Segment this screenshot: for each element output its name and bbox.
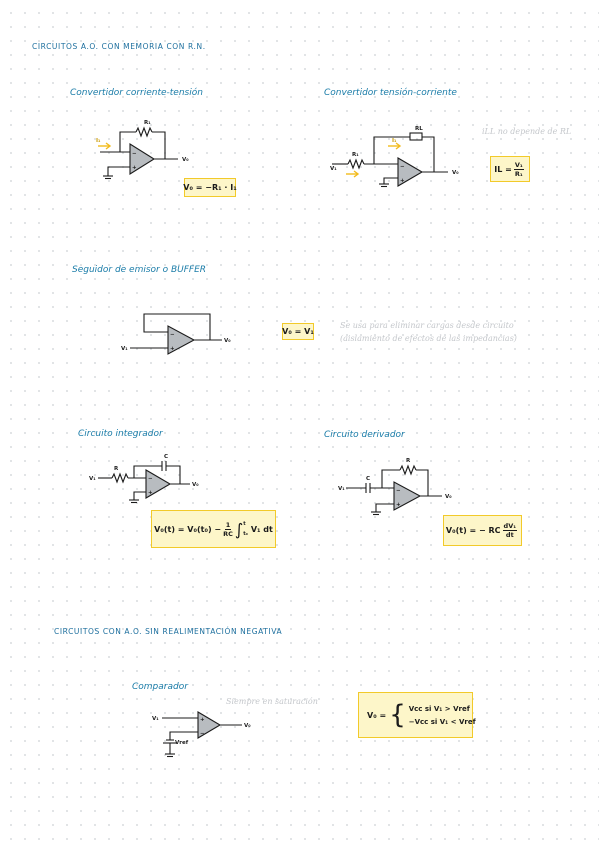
label-v1: V₁	[152, 716, 159, 722]
note-buffer: Se usa para eliminar cargas desde circui…	[340, 321, 517, 343]
label-v1: V₁	[330, 166, 337, 172]
case-positive: Vcc si V₁ > Vref	[408, 704, 470, 713]
opamp-symbol	[393, 481, 422, 511]
section-title-no-feedback: circuitos con A.O. sin realimentación ne…	[54, 627, 283, 636]
label-vo: V₀	[182, 157, 189, 163]
opamp-symbol	[197, 711, 222, 739]
label-vo: V₀	[244, 723, 251, 729]
resistor-symbol	[135, 126, 153, 138]
label-vref: Vref	[175, 740, 189, 746]
heading-integrator: Circuito integrador	[78, 429, 163, 439]
label-i1: I₁	[392, 138, 397, 144]
heading-differentiator: Circuito derivador	[324, 430, 405, 440]
svg-text:−: −	[400, 164, 405, 170]
formula-buffer: V₀ = V₁	[282, 323, 314, 340]
svg-text:−: −	[132, 151, 137, 157]
circuit-comparator: + − V₁ Vref V₀	[152, 711, 251, 758]
load-resistor	[409, 132, 423, 141]
label-r1: R₁	[144, 120, 151, 126]
note-load-independent: iLL no depende de RL	[482, 127, 572, 136]
label-v1: V₁	[338, 486, 345, 492]
label-r: R	[406, 458, 411, 464]
label-vo: V₀	[224, 338, 231, 344]
svg-text:−: −	[396, 488, 401, 494]
svg-text:−: −	[170, 332, 175, 338]
circuit-buffer: − + V₁ V₀	[121, 313, 231, 355]
svg-text:+: +	[400, 178, 405, 184]
case-negative: −Vcc si V₁ < Vref	[408, 717, 476, 726]
circuit-differentiator: − + R C V₁ V₀	[338, 458, 452, 516]
opamp-symbol	[145, 469, 172, 499]
label-r1: R₁	[352, 152, 359, 158]
heading-current-voltage: Convertidor corriente-tensión	[70, 88, 203, 98]
label-v1: V₁	[121, 346, 128, 352]
label-v1: V₁	[89, 476, 96, 482]
label-i1: I₁	[96, 138, 101, 144]
svg-text:+: +	[200, 717, 205, 723]
label-r: R	[114, 466, 119, 472]
resistor-symbol	[347, 158, 365, 170]
heading-voltage-current: Convertidor tensión-corriente	[324, 88, 457, 98]
circuit-integrator: − + R C V₁ V₀	[89, 454, 199, 504]
heading-comparator: Comparador	[132, 682, 188, 692]
svg-text:+: +	[170, 346, 175, 352]
svg-text:+: +	[148, 490, 153, 496]
formula-current-voltage: V₀ = −R₁ · I₁	[183, 178, 237, 197]
circuit-current-voltage: − + R₁ I₁ V₀	[96, 120, 189, 180]
svg-text:−: −	[200, 731, 205, 737]
label-vo: V₀	[452, 170, 459, 176]
page-title: circuitos A.O. con memoria con R.N.	[32, 42, 206, 51]
label-c: C	[366, 476, 370, 482]
opamp-symbol	[167, 325, 196, 355]
opamp-symbol	[397, 157, 424, 187]
svg-text:+: +	[396, 502, 401, 508]
heading-buffer: Seguidor de emisor o BUFFER	[72, 265, 207, 275]
resistor-symbol	[399, 464, 417, 476]
circuit-voltage-current: − + RL R₁ I₁ V₁ V₀	[330, 126, 459, 188]
svg-text:+: +	[132, 165, 137, 171]
label-rl: RL	[415, 126, 423, 132]
resistor-symbol	[111, 472, 129, 484]
label-c: C	[164, 454, 168, 460]
opamp-symbol	[129, 143, 156, 175]
formula-comparator: V₀ = { Vcc si V₁ > Vref −Vcc si V₁ < Vre…	[358, 692, 476, 738]
label-vo: V₀	[192, 482, 199, 488]
svg-text:−: −	[148, 476, 153, 482]
note-saturation: Siempre en saturación	[226, 697, 318, 706]
label-vo: V₀	[445, 494, 452, 500]
